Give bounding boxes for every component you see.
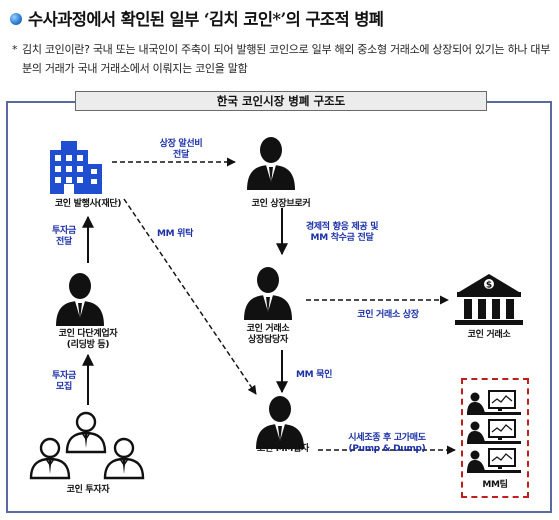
mm-operator-person-icon <box>256 396 304 449</box>
broker-person-icon <box>247 137 295 190</box>
heading: 수사과정에서 확인된 일부 ‘김치 코인*’의 구조적 병폐 <box>6 6 556 30</box>
node-multilevel-label: 코인 다단계업자 (리딩방 등) <box>58 329 118 350</box>
node-exchange-label: 코인 거래소 <box>467 330 511 340</box>
node-exchange-manager-label: 코인 거래소 상장담당자 <box>246 324 290 345</box>
edge-listing-label: 코인 거래소 상장 <box>357 310 419 320</box>
node-investors-label: 코인 투자자 <box>66 485 110 495</box>
node-issuer-label: 코인 발행사(재단) <box>54 199 122 209</box>
footnote-text: 김치 코인이란? 국내 또는 내국인이 주축이 되어 발행된 코인으로 일부 해… <box>22 43 551 75</box>
edge-mm-introduce-label: MM 묵인 <box>295 370 333 380</box>
node-mm-operator-label: 코인 MM업자 <box>256 444 310 454</box>
page-title: 수사과정에서 확인된 일부 ‘김치 코인*’의 구조적 병폐 <box>28 10 384 29</box>
footnote: * 김치 코인이란? 국내 또는 내국인이 주축이 되어 발행된 코인으로 일부… <box>12 40 552 78</box>
diagram-title: 한국 코인시장 병폐 구조도 <box>75 91 487 111</box>
edge-investment-deliver-label: 투자금 전달 <box>52 226 76 247</box>
bullet-icon <box>10 13 22 25</box>
edge-investment-raise-label: 투자금 모집 <box>52 371 76 392</box>
exchange-manager-person-icon <box>244 267 292 320</box>
edge-listing-fee-label: 상장 알선비 전달 <box>159 139 203 160</box>
footnote-marker: * <box>12 43 18 56</box>
mm-team-box <box>461 378 529 498</box>
svg-text:$: $ <box>486 281 492 291</box>
multilevel-person-icon <box>56 273 104 326</box>
investors-icon <box>29 411 145 480</box>
building-icon <box>50 141 102 194</box>
edge-pump-dump-label: 시세조종 후 고가매도 (Pump & Dump) <box>348 433 426 454</box>
bank-icon: $ <box>455 274 523 325</box>
node-broker-label: 코인 상장브로커 <box>251 199 311 209</box>
edge-benefit-bribe-label: 경제적 향응 제공 및 MM 착수금 전달 <box>305 222 379 243</box>
edge-mm-consign-label: MM 위탁 <box>156 229 194 239</box>
arrow-issuer-to-mm-operator <box>123 198 257 395</box>
node-mm-team-label: MM팀 <box>482 480 508 490</box>
